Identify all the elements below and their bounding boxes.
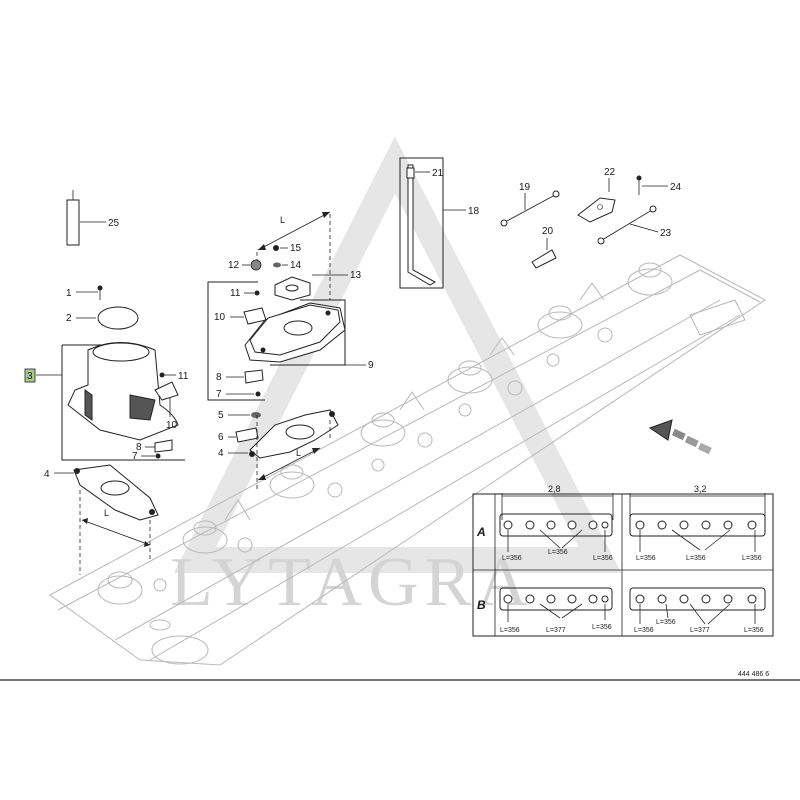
callout-11a: 11 [178,371,189,382]
disc-head-group: L 12 15 14 13 11 10 9 8 7 [207,211,374,490]
part-25-grease-tube: 25 [66,190,120,246]
a2-left-length: L=356 [636,555,656,562]
callout-6: 6 [218,432,224,443]
cutting-discs [97,262,673,605]
layout-a-3-2: L=356 L=356 L=356 [629,513,766,562]
callout-2: 2 [66,313,72,324]
callout-23: 23 [660,228,672,239]
a1-left-length: L=356 [502,555,522,562]
b2-right-length: L=356 [744,627,764,634]
callout-20: 20 [542,226,554,237]
disc-2 [182,520,228,554]
direction-arrow-icon [648,419,712,455]
working-width-3-2-label: 3,2 [694,484,707,494]
layout-b-2-8: L=356 L=377 L=356 [499,587,613,634]
disc-1 [97,571,143,605]
b2-mid2-length: L=377 [690,627,710,634]
disc-3 [269,464,315,499]
a1-mid-length: L=356 [548,549,568,556]
callout-8a: 8 [136,442,142,453]
b1-left-length: L=356 [500,627,520,634]
disc-5 [447,360,493,394]
dimension-l-left: L [104,508,109,518]
callout-5: 5 [218,410,224,421]
b2-mid1-length: L=356 [656,619,676,626]
callout-24: 24 [670,182,682,193]
callout-9: 9 [368,360,374,371]
callout-13: 13 [350,270,362,281]
callout-22: 22 [604,167,616,178]
guard-group: 21 18 [399,157,480,289]
callout-12: 12 [228,260,240,271]
callout-18: 18 [468,206,480,217]
callout-7a: 7 [132,451,138,462]
a2-right-length: L=356 [742,555,762,562]
a2-mid-length: L=356 [686,555,706,562]
callout-21: 21 [432,168,444,179]
callout-8b: 8 [216,372,222,383]
row-label-b: B [477,598,486,612]
callout-4a: 4 [44,469,50,480]
disc-7 [627,262,673,296]
callout-7b: 7 [216,389,222,400]
callout-14: 14 [290,260,302,271]
callout-4b: 4 [218,448,224,459]
disc-layout-table: A B 3,2 2,8 3,2 L=356 L=356 L=356 [472,484,774,637]
small-parts-group: 19 20 22 24 23 [500,167,682,269]
watermark: LYTAGRA [170,136,622,621]
row-label-a: A [476,525,486,539]
document-number: 444 486 6 [738,671,769,678]
callout-10b: 10 [214,312,226,323]
layout-b-3-2: L=356 L=356 L=377 L=356 [629,587,766,634]
callout-10a: 10 [166,420,178,431]
callout-3: 3 [27,371,33,382]
a1-right-length: L=356 [593,555,613,562]
callout-3-highlight [24,368,36,383]
callout-19: 19 [519,182,531,193]
working-width-2-8-label: 2,8 [548,484,561,494]
callout-1: 1 [66,288,72,299]
watermark-text: LYTAGRA [170,544,534,621]
b2-left-length: L=356 [634,627,654,634]
disc-6 [537,305,583,339]
layout-a-2-8: L=356 L=356 L=356 [499,513,613,562]
callout-11b: 11 [230,288,241,299]
dimension-l-top: L [280,215,285,225]
dimension-l-mid: L [296,448,301,458]
callout-25: 25 [108,218,120,229]
b1-right-length: L=356 [592,624,612,631]
disc-4 [360,412,406,447]
callout-15: 15 [290,243,302,254]
b1-mid-length: L=377 [546,627,566,634]
housing-group: 3 1 2 11 10 8 7 4 [24,285,189,575]
cutter-bar [49,254,766,666]
